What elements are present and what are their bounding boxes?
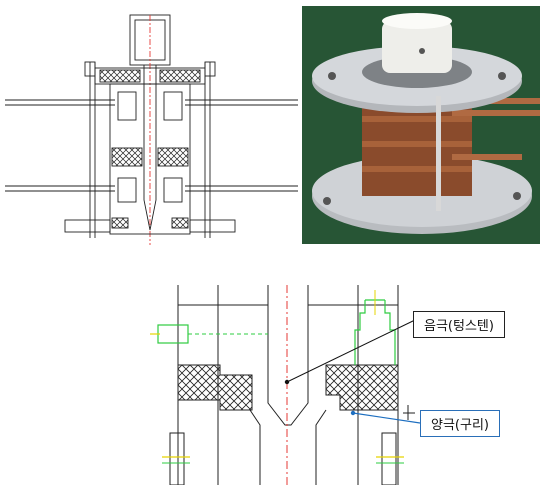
cathode-label: 음극(텅스텐) (413, 311, 505, 338)
torch-assembly-drawing (5, 14, 298, 245)
torch-photo (302, 6, 540, 244)
anode-label: 양극(구리) (420, 410, 500, 437)
electrode-detail-drawing (150, 285, 421, 485)
